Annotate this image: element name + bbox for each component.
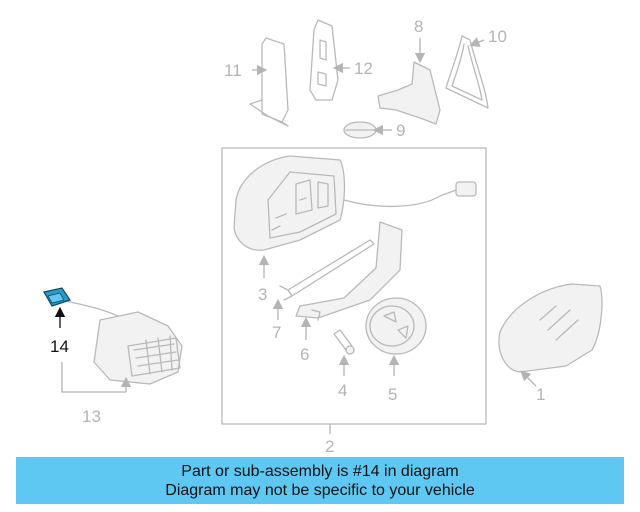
callout-14[interactable]: 14 xyxy=(50,337,69,356)
part-14-socket[interactable] xyxy=(43,287,71,307)
banner-line-1: Part or sub-assembly is #14 in diagram xyxy=(181,462,459,480)
callout-10[interactable]: 10 xyxy=(488,27,507,46)
harness-wire xyxy=(343,189,457,208)
callout-4[interactable]: 4 xyxy=(338,381,347,400)
part-11-bracket[interactable] xyxy=(249,37,289,127)
assembly-2-box xyxy=(221,147,487,425)
info-banner: Part or sub-assembly is #14 in diagram D… xyxy=(16,457,624,504)
callout-11[interactable]: 11 xyxy=(224,61,242,80)
callout-6[interactable]: 6 xyxy=(300,345,309,364)
part-10-seal[interactable] xyxy=(445,35,489,109)
callout-5[interactable]: 5 xyxy=(388,385,397,404)
arrow-10 xyxy=(469,37,485,47)
part-3-housing[interactable] xyxy=(233,155,346,251)
parts-diagram: 11 12 8 10 9 3 7 xyxy=(43,17,603,456)
banner-line-2: Diagram may not be specific to your vehi… xyxy=(165,481,475,499)
callout-7[interactable]: 7 xyxy=(272,323,281,342)
harness-connector xyxy=(455,181,477,197)
part-13-lamp[interactable] xyxy=(59,299,183,385)
leader-13 xyxy=(61,362,126,393)
part-8-cover[interactable] xyxy=(377,61,441,125)
part-12-gasket[interactable] xyxy=(309,19,339,101)
arrow-1 xyxy=(520,370,537,387)
callout-2[interactable]: 2 xyxy=(325,437,334,456)
callout-9[interactable]: 9 xyxy=(396,121,405,140)
callout-12[interactable]: 12 xyxy=(354,59,373,78)
part-5-motor[interactable] xyxy=(365,297,427,355)
callout-13[interactable]: 13 xyxy=(82,407,101,426)
part-1-glass[interactable] xyxy=(498,283,603,373)
callout-8[interactable]: 8 xyxy=(414,17,423,36)
part-4-screw[interactable] xyxy=(333,329,355,355)
callout-3[interactable]: 3 xyxy=(258,285,267,304)
part-7-strip[interactable] xyxy=(279,239,375,301)
callout-1[interactable]: 1 xyxy=(536,385,545,404)
part-9-clip[interactable] xyxy=(343,121,377,139)
